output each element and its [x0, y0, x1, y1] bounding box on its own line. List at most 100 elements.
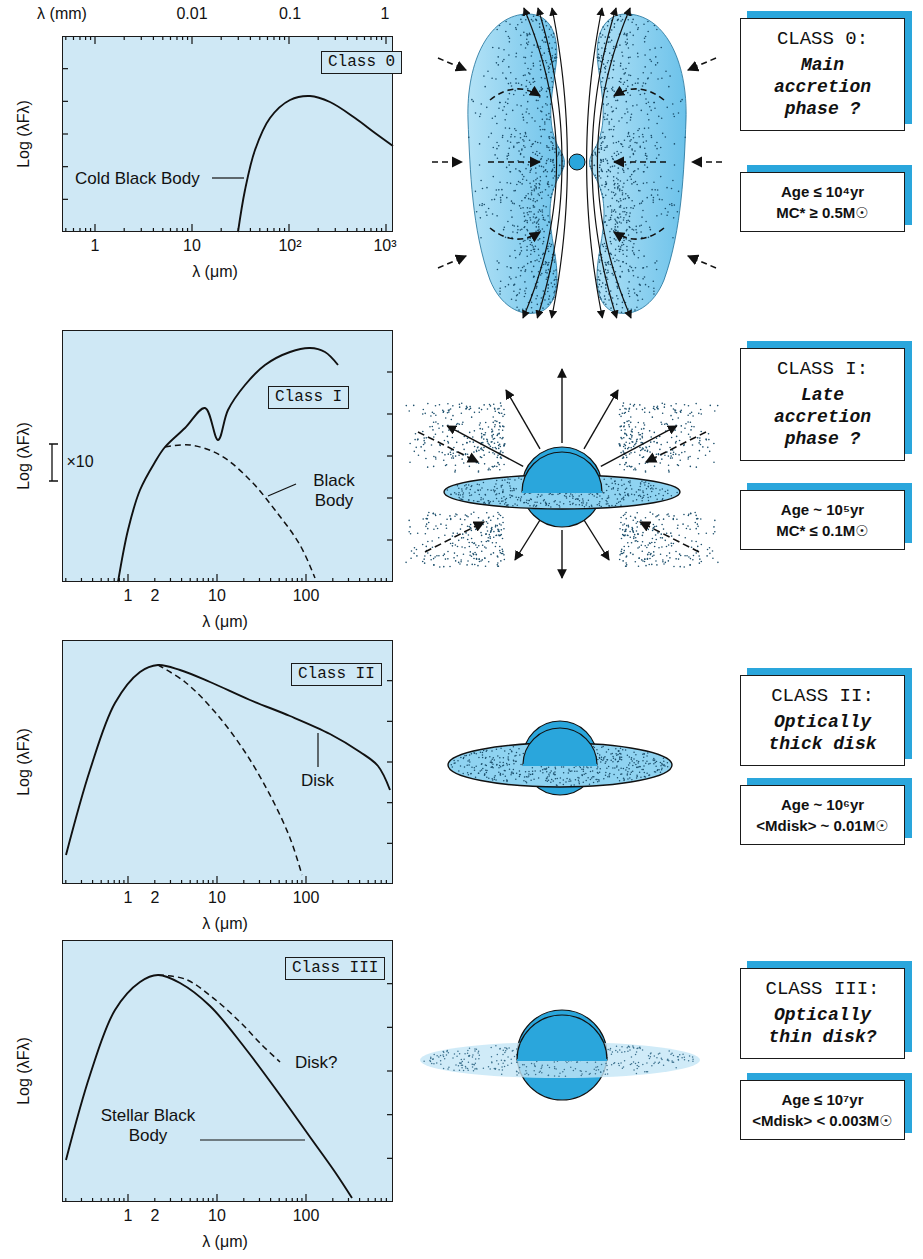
stipple-dot	[468, 542, 470, 544]
stipple-dot	[545, 189, 547, 191]
stipple-dot	[499, 535, 501, 537]
stipple-dot	[453, 557, 455, 559]
stipple-dot	[504, 414, 506, 416]
stipple-dot	[538, 218, 540, 220]
stipple-dot	[615, 223, 617, 225]
stipple-dot	[608, 263, 610, 265]
stipple-dot	[651, 137, 653, 139]
stipple-dot	[635, 267, 637, 269]
stipple-dot	[620, 152, 622, 154]
stipple-dot	[532, 246, 534, 248]
stipple-dot	[629, 56, 631, 58]
stipple-dot	[694, 512, 696, 514]
stipple-dot	[623, 207, 625, 209]
stipple-dot	[597, 286, 599, 288]
stipple-dot	[535, 245, 537, 247]
stipple-dot	[684, 136, 686, 138]
stipple-dot	[540, 48, 542, 50]
stipple-dot	[530, 146, 532, 148]
stipple-dot	[495, 410, 497, 412]
stipple-dot	[481, 559, 483, 561]
stipple-dot	[541, 297, 543, 299]
stipple-dot	[680, 425, 682, 427]
stipple-dot	[628, 197, 630, 199]
stipple-dot	[621, 190, 623, 192]
stipple-dot	[605, 291, 607, 293]
stipple-dot	[435, 525, 437, 527]
stipple-dot	[611, 209, 613, 211]
stipple-dot	[508, 83, 510, 85]
stipple-dot	[439, 566, 441, 568]
stipple-dot	[520, 44, 522, 46]
stipple-dot	[500, 402, 502, 404]
stipple-dot	[646, 158, 648, 160]
stipple-dot	[447, 436, 449, 438]
stipple-dot	[475, 191, 477, 193]
stipple-dot	[623, 84, 625, 86]
stipple-dot	[540, 176, 542, 178]
stipple-dot	[603, 246, 605, 248]
stipple-dot	[502, 72, 504, 74]
stipple-dot	[620, 276, 622, 278]
stipple-dot	[532, 200, 534, 202]
stipple-dot	[463, 462, 465, 464]
stipple-dot	[524, 216, 526, 218]
stipple-dot	[461, 537, 463, 539]
stipple-dot	[483, 404, 485, 406]
stipple-dot	[523, 56, 525, 58]
stipple-dot	[628, 293, 630, 295]
stipple-dot	[642, 278, 644, 280]
stipple-dot	[616, 295, 618, 297]
stipple-dot	[452, 415, 454, 417]
stipple-dot	[622, 307, 624, 309]
stipple-dot	[513, 203, 515, 205]
stipple-dot	[527, 68, 529, 70]
stipple-dot	[615, 249, 617, 251]
stipple-dot	[476, 451, 478, 453]
stipple-dot	[524, 62, 526, 64]
stipple-dot	[525, 234, 527, 236]
stipple-dot	[499, 425, 501, 427]
stipple-dot	[612, 158, 614, 160]
stipple-dot	[466, 564, 468, 566]
stipple-dot	[496, 525, 498, 527]
stipple-dot	[555, 269, 557, 271]
stipple-dot	[533, 198, 535, 200]
stipple-dot	[604, 243, 606, 245]
stipple-dot	[523, 212, 525, 214]
stipple-dot	[524, 135, 526, 137]
stipple-dot	[550, 26, 552, 28]
stipple-dot	[531, 51, 533, 53]
stipple-dot	[534, 120, 536, 122]
stipple-dot	[526, 42, 528, 44]
stipple-dot	[666, 107, 668, 109]
stipple-dot	[604, 262, 606, 264]
stipple-dot	[605, 184, 607, 186]
stipple-dot	[601, 142, 603, 144]
stipple-dot	[639, 225, 641, 227]
stipple-dot	[506, 113, 508, 115]
stipple-dot	[673, 217, 675, 219]
stipple-dot	[533, 213, 535, 215]
stipple-dot	[535, 153, 537, 155]
stipple-dot	[641, 216, 643, 218]
stipple-dot	[615, 100, 617, 102]
stipple-dot	[628, 234, 630, 236]
stipple-dot	[610, 219, 612, 221]
stipple-dot	[642, 210, 644, 212]
stipple-dot	[636, 142, 638, 144]
stipple-dot	[535, 287, 537, 289]
stipple-dot	[590, 165, 592, 167]
stipple-dot	[665, 70, 667, 72]
stipple-dot	[522, 14, 524, 16]
stipple-dot	[558, 153, 560, 155]
stipple-dot	[433, 456, 435, 458]
stipple-dot	[460, 561, 462, 563]
stipple-dot	[536, 222, 538, 224]
stipple-dot	[611, 211, 613, 213]
stipple-dot	[491, 78, 493, 80]
stipple-dot	[555, 54, 557, 56]
stipple-dot	[597, 57, 599, 59]
stipple-dot	[608, 78, 610, 80]
stipple-dot	[498, 448, 500, 450]
